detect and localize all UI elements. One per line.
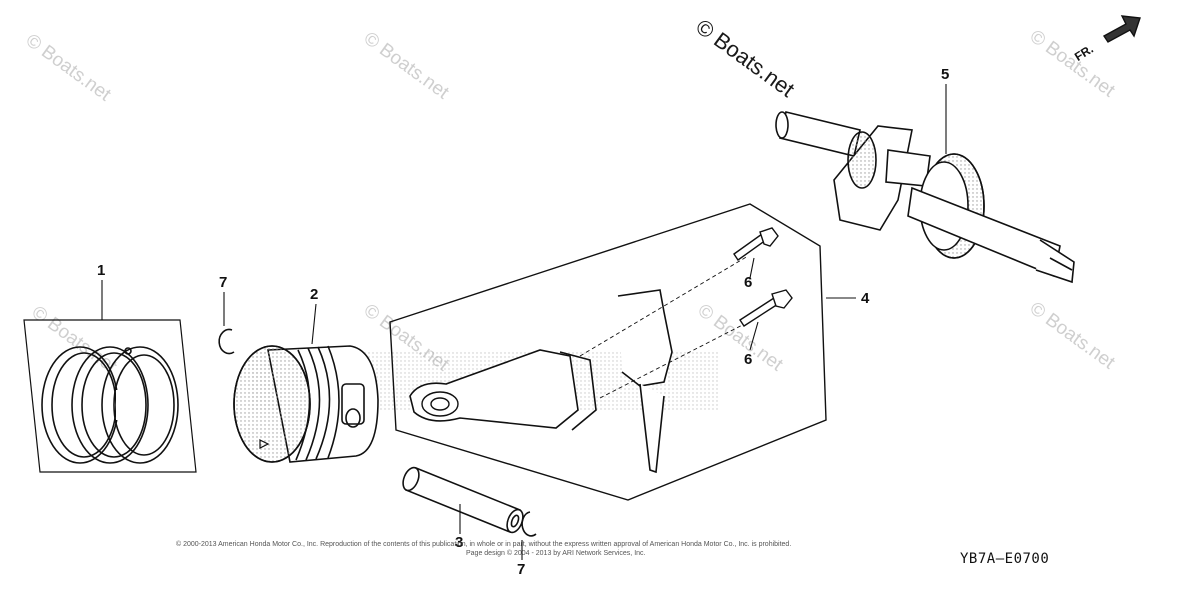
crankshaft bbox=[775, 111, 1075, 284]
callout-6-bolt-lower: 6 bbox=[744, 351, 753, 368]
piston-pin bbox=[402, 466, 524, 534]
piston-pin-clip-lower bbox=[521, 511, 537, 537]
connecting-rod-assembly bbox=[389, 203, 827, 501]
callout-7-clip-upper: 7 bbox=[219, 274, 228, 291]
diagram-code: YB7A—E0700 bbox=[960, 551, 1050, 567]
copyright-notice: © 2000-2013 American Honda Motor Co., In… bbox=[176, 541, 792, 548]
piston-ring-set bbox=[23, 319, 197, 473]
piston-pin-clip-upper bbox=[218, 328, 235, 355]
callout-7-clip-lower: 7 bbox=[517, 561, 526, 578]
callout-3-piston-pin: 3 bbox=[455, 534, 464, 551]
callout-6-bolt-upper: 6 bbox=[744, 274, 753, 291]
page-design-credit: Page design © 2004 - 2013 by ARI Network… bbox=[466, 550, 646, 557]
callout-4-connecting-rod: 4 bbox=[861, 290, 870, 307]
callout-leaders bbox=[101, 84, 947, 560]
callout-2-piston: 2 bbox=[310, 286, 319, 303]
connecting-rod-bolt-lower bbox=[739, 289, 793, 327]
connecting-rod-bolt-upper bbox=[733, 227, 779, 261]
callout-5-crankshaft: 5 bbox=[941, 66, 950, 83]
front-direction-arrow bbox=[1102, 15, 1141, 43]
callout-1-piston-rings: 1 bbox=[97, 262, 106, 279]
piston bbox=[233, 345, 379, 463]
